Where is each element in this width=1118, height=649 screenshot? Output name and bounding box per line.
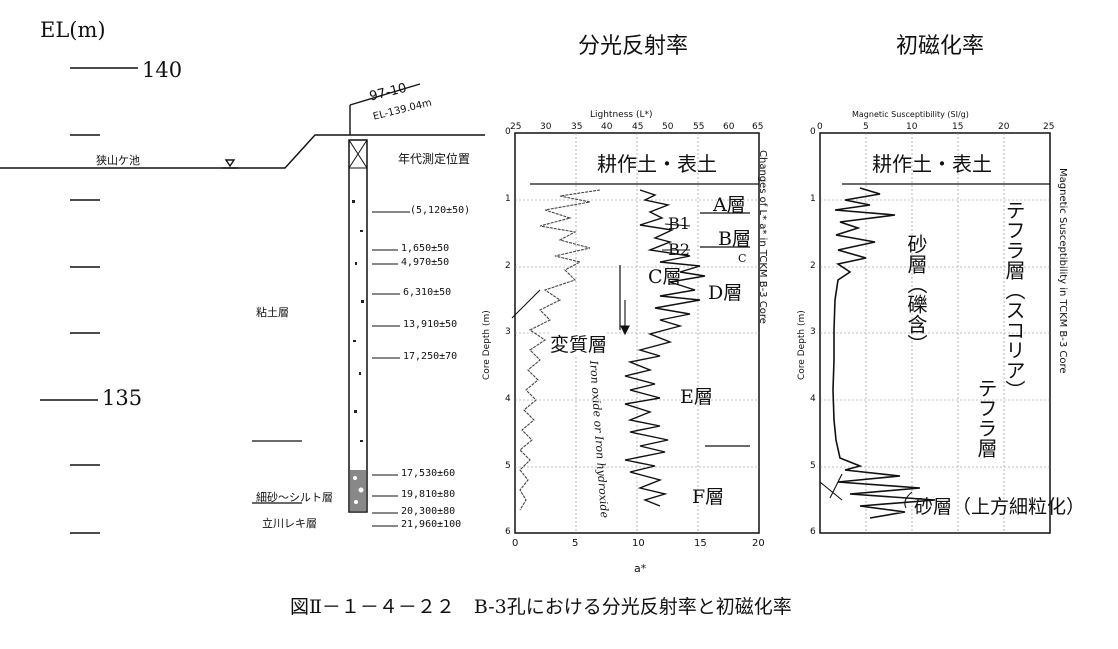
ground-profile <box>0 83 485 169</box>
panel1-arrows <box>511 223 691 336</box>
tick-label: 15 <box>694 538 707 549</box>
panel2-layer-tephra-scoria: テフラ層（スコリア） <box>1002 200 1026 400</box>
tick-label: 1 <box>810 194 816 204</box>
tick-label: 60 <box>723 122 735 132</box>
panel2-layer-tephra: テフラ層 <box>974 378 998 458</box>
unit-fine-sand: 細砂～シルト層 <box>256 491 333 504</box>
tick-label: 25 <box>510 122 522 132</box>
elevation-tick-135: 135 <box>102 386 143 410</box>
panel2-layer-topsoil: 耕作土・表土 <box>872 152 992 176</box>
panel1-layer-b1: B1 <box>668 214 690 233</box>
date-label: 1,650±50 <box>401 243 450 254</box>
panel2-layer-sand-fining: 砂層（上方細粒化） <box>914 496 1086 518</box>
tick-label: 0 <box>512 538 519 549</box>
tick-label: 65 <box>752 122 764 132</box>
tick-label: 25 <box>1043 122 1055 132</box>
panel1-layer-f: F層 <box>692 486 725 508</box>
tick-label: 4 <box>810 394 816 404</box>
date-label: 13,910±50 <box>403 319 458 330</box>
panel1-layer-c: C層 <box>648 266 682 288</box>
panel1-title: 分光反射率 <box>578 34 689 59</box>
tick-label: 2 <box>505 261 511 271</box>
tick-label: 20 <box>998 122 1010 132</box>
tick-label: 5 <box>572 538 579 549</box>
panel2-grid <box>820 133 1050 533</box>
panel1-layer-e: E層 <box>680 386 713 408</box>
panel1-layer-c-small: C <box>738 252 747 265</box>
panel1-depth-label: Core Depth (m) <box>482 310 492 380</box>
tick-label: 3 <box>505 327 511 337</box>
unit-boundaries <box>252 440 302 504</box>
figure-caption: 図Ⅱ－１－４－２２ B-3孔における分光反射率と初磁化率 <box>290 596 792 618</box>
tick-label: 2 <box>810 261 816 271</box>
date-label: 19,810±80 <box>401 489 456 500</box>
elevation-label: EL(m) <box>40 18 106 42</box>
date-label: (5,120±50) <box>410 205 471 216</box>
panel1-a-curve <box>519 189 601 511</box>
panel1-layer-lines <box>530 183 759 447</box>
tick-label: 6 <box>810 527 816 537</box>
tick-label: 5 <box>863 122 869 132</box>
dating-leaders <box>372 211 410 527</box>
panel1-top-axis-label: Lightness (L*) <box>590 110 653 120</box>
tick-label: 1 <box>505 194 511 204</box>
panel1-right-label: Changes of L* a* in TCKM B-3 Core <box>757 150 768 324</box>
tick-label: 50 <box>662 122 674 132</box>
tick-label: 5 <box>505 461 511 471</box>
core-column <box>348 139 368 513</box>
panel1-layer-d: D層 <box>708 282 743 304</box>
panel2-susceptibility-curve <box>832 187 936 519</box>
panel2-right-label: Magnetic Susceptibility in TCKM B-3 Core <box>1057 168 1068 374</box>
date-label: 17,530±60 <box>401 468 456 479</box>
elevation-tick-140: 140 <box>142 58 183 82</box>
panel2-depth-label: Core Depth (m) <box>797 310 807 380</box>
date-label: 20,300±80 <box>401 506 456 517</box>
panel1-layer-b2: B2 <box>668 240 690 259</box>
tick-label: 4 <box>505 394 511 404</box>
date-label: 4,970±50 <box>401 257 450 268</box>
date-label: 21,960±100 <box>401 519 462 530</box>
date-label: 6,310±50 <box>403 287 452 298</box>
tick-label: 20 <box>752 538 765 549</box>
dating-header: 年代測定位置 <box>398 152 471 166</box>
tick-label: 55 <box>693 122 705 132</box>
panel1-layer-a: A層 <box>713 194 746 216</box>
tick-label: 35 <box>571 122 583 132</box>
tick-label: 0 <box>810 127 816 137</box>
tick-label: 30 <box>540 122 552 132</box>
tick-label: 3 <box>810 327 816 337</box>
tick-label: 15 <box>952 122 964 132</box>
unit-clay: 粘土層 <box>256 306 289 319</box>
panel1-layer-altered: 変質層 <box>550 330 608 357</box>
panel2-title: 初磁化率 <box>896 34 985 59</box>
panel2-arrows <box>819 473 913 509</box>
tick-label: 0 <box>505 127 511 137</box>
panel2-top-axis-label: Magnetic Susceptibility (SI/g) <box>852 110 969 119</box>
tick-label: 6 <box>505 527 511 537</box>
panel1-lightness-curve <box>624 189 706 507</box>
panel1-layer-b: B層 <box>718 228 751 250</box>
panel1-bottom-axis-label: a* <box>634 562 647 575</box>
tick-label: 10 <box>906 122 918 132</box>
tick-label: 0 <box>817 122 823 132</box>
tick-label: 40 <box>601 122 613 132</box>
unit-gravel: 立川レキ層 <box>262 517 317 530</box>
tick-label: 5 <box>810 461 816 471</box>
date-label: 17,250±70 <box>403 351 458 362</box>
tick-label: 10 <box>632 538 645 549</box>
tick-label: 45 <box>632 122 644 132</box>
panel2-layer-sand-gravel: 砂層（礫含） <box>904 234 928 354</box>
pond-label: 狭山ケ池 <box>96 154 140 167</box>
panel1-layer-topsoil: 耕作土・表土 <box>597 152 717 176</box>
panel1-grid <box>515 133 759 533</box>
elevation-tick-marks <box>40 67 138 534</box>
